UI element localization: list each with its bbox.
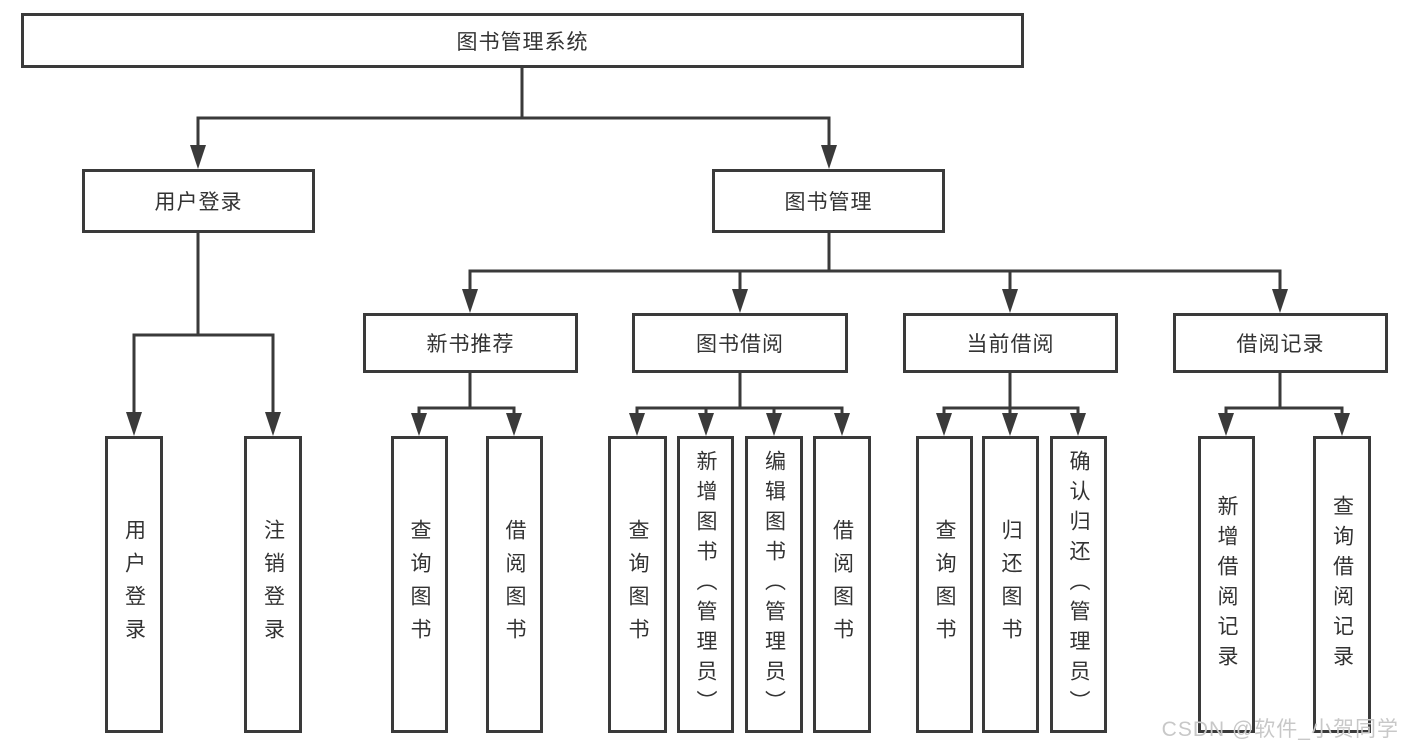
node-book-borrowing: 图书借阅: [632, 313, 848, 373]
leaf-logout: 注销登录: [244, 436, 302, 733]
leaf-search-books-recommend: 查询图书: [391, 436, 448, 733]
node-borrowing-records: 借阅记录: [1173, 313, 1388, 373]
leaf-user-login: 用户登录: [105, 436, 163, 733]
node-new-book-recommend: 新书推荐: [363, 313, 578, 373]
leaf-search-borrow-record: 查询借阅记录: [1313, 436, 1371, 733]
leaf-search-books-borrowing: 查询图书: [608, 436, 667, 733]
node-book-management: 图书管理: [712, 169, 945, 233]
leaf-search-books-current: 查询图书: [916, 436, 973, 733]
csdn-watermark: CSDN @软件_小贺同学: [1161, 718, 1399, 741]
leaf-return-books: 归还图书: [982, 436, 1039, 733]
node-user-login: 用户登录: [82, 169, 315, 233]
leaf-borrow-books: 借阅图书: [813, 436, 871, 733]
node-current-borrowing: 当前借阅: [903, 313, 1118, 373]
leaf-add-borrow-record: 新增借阅记录: [1198, 436, 1255, 733]
leaf-confirm-return-admin: 确认归还（管理员）: [1050, 436, 1107, 733]
leaf-add-books-admin: 新增图书（管理员）: [677, 436, 734, 733]
node-root-library-system: 图书管理系统: [21, 13, 1024, 68]
leaf-edit-books-admin: 编辑图书（管理员）: [745, 436, 803, 733]
leaf-borrow-books-recommend: 借阅图书: [486, 436, 543, 733]
